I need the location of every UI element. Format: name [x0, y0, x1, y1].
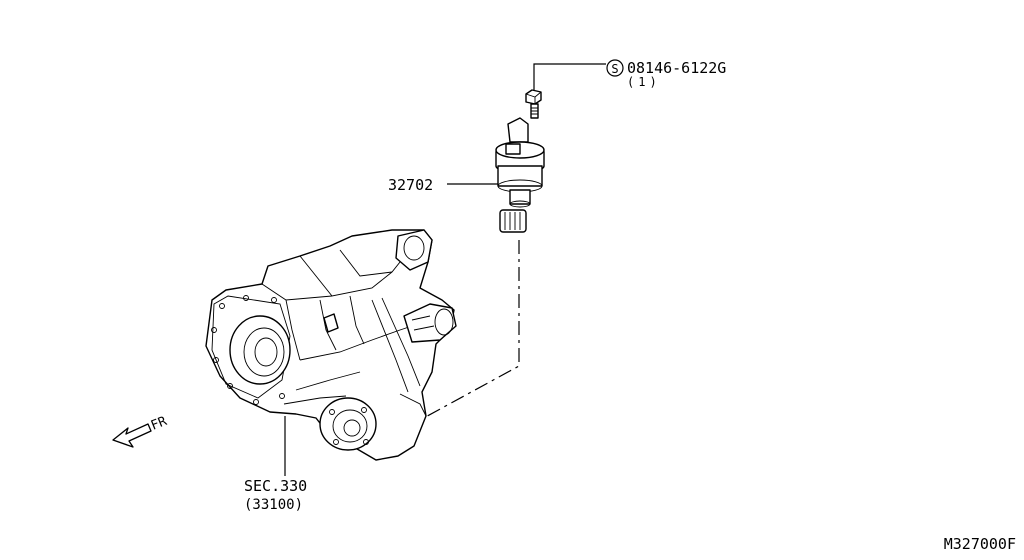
sensor-callout: 32702 — [388, 176, 498, 194]
bolt-part-number: 08146-6122G — [627, 59, 726, 77]
arrow-left-icon — [112, 423, 152, 448]
direction-label: FR — [149, 414, 169, 434]
transfer-case — [205, 229, 457, 461]
bolt-leader-line — [533, 63, 606, 92]
section-callout: SEC.330 (33100) — [244, 416, 307, 513]
section-reference: SEC.330 — [244, 477, 307, 495]
speed-sensor — [495, 117, 545, 233]
circled-s-icon — [606, 59, 624, 77]
section-subreference: (33100) — [244, 497, 303, 513]
circled-s-letter: S — [611, 62, 618, 76]
bolt-callout: S 08146-6122G (1) — [533, 59, 726, 92]
bolt — [525, 89, 542, 119]
assembly-centerline — [419, 240, 520, 421]
sensor-part-number: 32702 — [388, 176, 433, 194]
diagram-code: M327000F — [944, 535, 1016, 553]
bolt-quantity: (1) — [627, 75, 661, 89]
front-direction: FR — [112, 414, 169, 448]
